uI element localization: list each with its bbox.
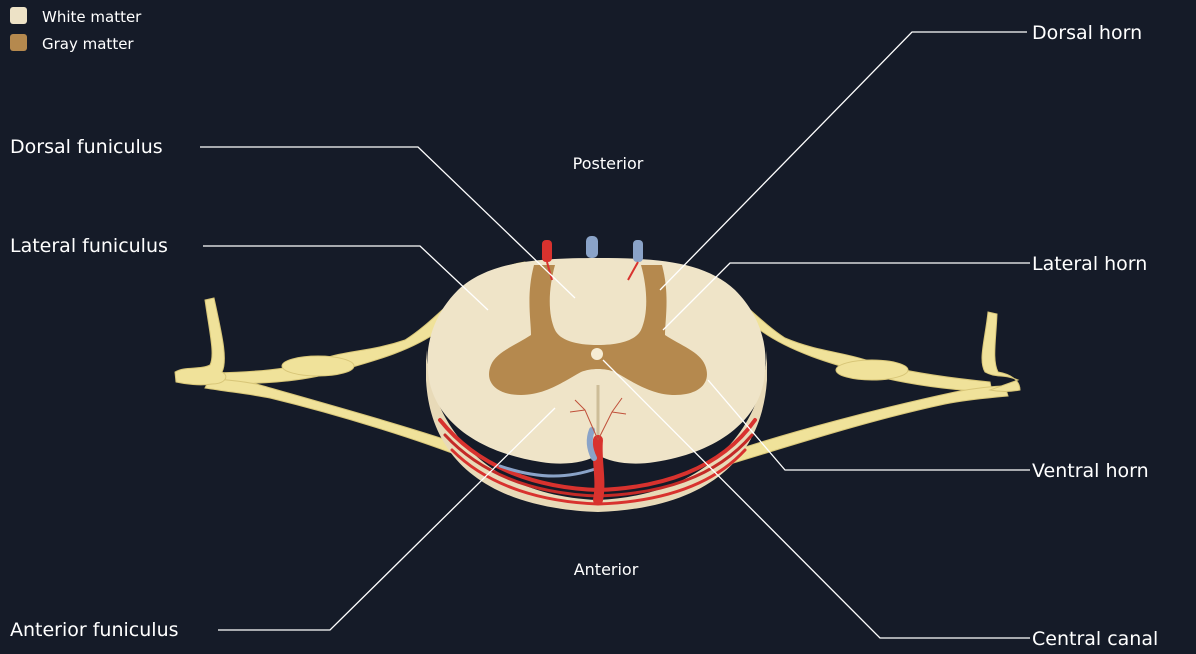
white-matter-legend-label: White matter — [42, 8, 142, 26]
leader-lateral-funiculus — [203, 246, 488, 310]
central-canal-dot — [591, 348, 603, 360]
lateral-horn-label: Lateral horn — [1032, 253, 1147, 275]
dorsal-funiculus-label: Dorsal funiculus — [10, 136, 163, 158]
gray-matter-swatch — [10, 34, 27, 51]
lateral-funiculus-label: Lateral funiculus — [10, 235, 168, 257]
central-canal-label: Central canal — [1032, 628, 1158, 650]
anterior-label: Anterior — [574, 560, 639, 579]
anterior-funiculus-label: Anterior funiculus — [10, 619, 179, 641]
gray-matter-legend-label: Gray matter — [42, 35, 134, 53]
white-matter-swatch — [10, 7, 27, 24]
ventral-horn-label: Ventral horn — [1032, 460, 1149, 482]
legend: White matter Gray matter — [10, 7, 142, 53]
posterior-label: Posterior — [573, 154, 644, 173]
dorsal-horn-label: Dorsal horn — [1032, 22, 1142, 44]
leader-dorsal-horn — [660, 32, 1027, 290]
